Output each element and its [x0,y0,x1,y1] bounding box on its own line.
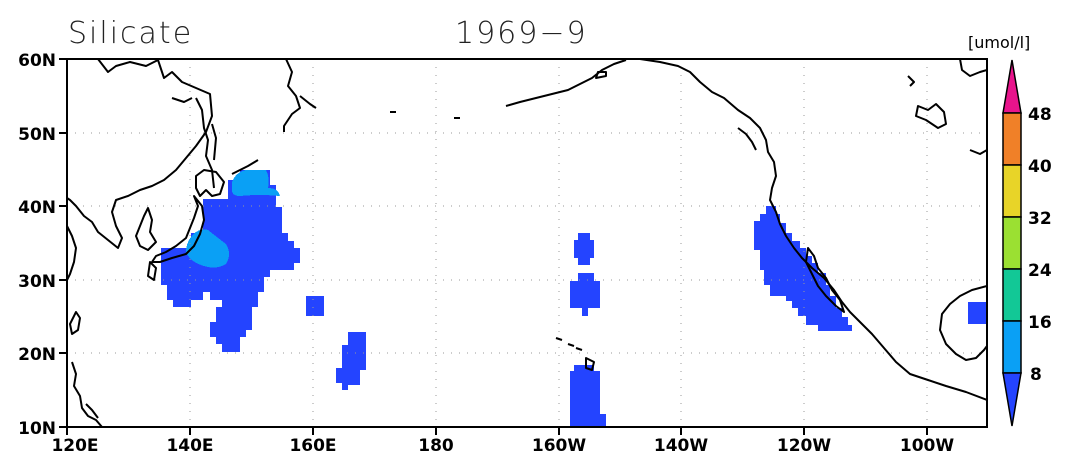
x-tick-label: 100W [900,436,954,456]
colorbar-segment [1002,164,1022,218]
colorbar-segment [1002,216,1022,270]
x-tick-label: 120W [777,436,831,456]
plot-frame [66,58,988,428]
coast-baja [805,247,845,313]
y-tick-label: 40N [18,198,56,218]
coast-china-south [67,225,77,281]
coast-aleutian [505,59,627,107]
x-tick-label: 160E [289,436,336,456]
colorbar-label: 32 [1028,209,1052,229]
coast-kamchatka [283,59,301,132]
y-tick-label: 20N [18,345,56,365]
data-region-gulf [968,302,987,324]
coast-bc-islands [737,127,757,151]
coast-kuril [231,159,259,175]
colorbar-label: 48 [1028,105,1052,125]
coast-hokkaido [195,169,225,197]
colorbar [1002,59,1022,427]
colorbar-label: 16 [1028,313,1052,333]
data-region-165e [336,332,366,390]
coast-north-america [639,59,987,401]
data-region-160e [306,296,324,316]
data-region-160w-south [570,365,606,427]
colorbar-label: 40 [1028,157,1052,177]
x-tick-label: 140E [166,436,213,456]
x-tick-label: 120E [51,436,98,456]
colorbar-segment [1002,320,1022,374]
coast-aleutian-islands [390,111,460,119]
data-region-160w-north [574,233,594,265]
x-tick-label: 180 [418,436,454,456]
colorbar-label: 8 [1030,365,1042,385]
colorbar-label: 24 [1028,261,1052,281]
coast-bering-island [171,97,193,103]
x-tick-label: 160W [532,436,586,456]
coast-kyushu [147,261,157,281]
data-fill-layer [161,170,987,427]
data-region-160w-mid [570,273,600,316]
coast-kamchatka-b [299,95,317,109]
coast-luzon [71,361,103,427]
coast-taiwan [69,311,81,335]
date-title: 1969−9 [455,16,588,51]
colorbar-segment [1002,268,1022,322]
coast-hawaii [555,337,595,371]
colorbar-segment [1002,112,1022,166]
y-tick-label: 10N [18,419,56,439]
coast-sakhalin-east [211,123,217,161]
coast-hudson [969,149,987,155]
grid-lines [67,59,987,427]
axis-ticks [59,58,928,435]
coastlines [67,59,987,427]
coast-honshu [151,195,205,263]
colorbar-extend-bottom [1002,372,1022,427]
coast-philippines-b [85,403,99,419]
y-tick-label: 50N [18,125,56,145]
x-tick-label: 140W [654,436,708,456]
x-tick-labels: 120E 140E 160E 180 160W 140W 120W 100W [51,436,954,456]
variable-title: Silicate [68,16,193,51]
data-region-kuril-light [232,170,280,196]
data-region-california [754,206,852,331]
y-tick-label: 60N [18,51,56,71]
colorbar-extend-top [1002,59,1022,114]
y-tick-labels: 60N 50N 40N 30N 20N 10N [18,51,56,439]
y-tick-label: 30N [18,272,56,292]
coast-korea [135,207,157,251]
coast-sakhalin [195,97,215,189]
coast-east-us [959,59,987,77]
coast-alaska-islands [595,71,607,79]
coast-canada-north [907,75,947,129]
coast-asia [67,59,213,249]
plot-area [67,59,987,427]
units-label: [umol/l] [968,33,1030,52]
coast-gulf [939,285,987,361]
colorbar-labels: 48 40 32 24 16 8 [1028,105,1052,385]
